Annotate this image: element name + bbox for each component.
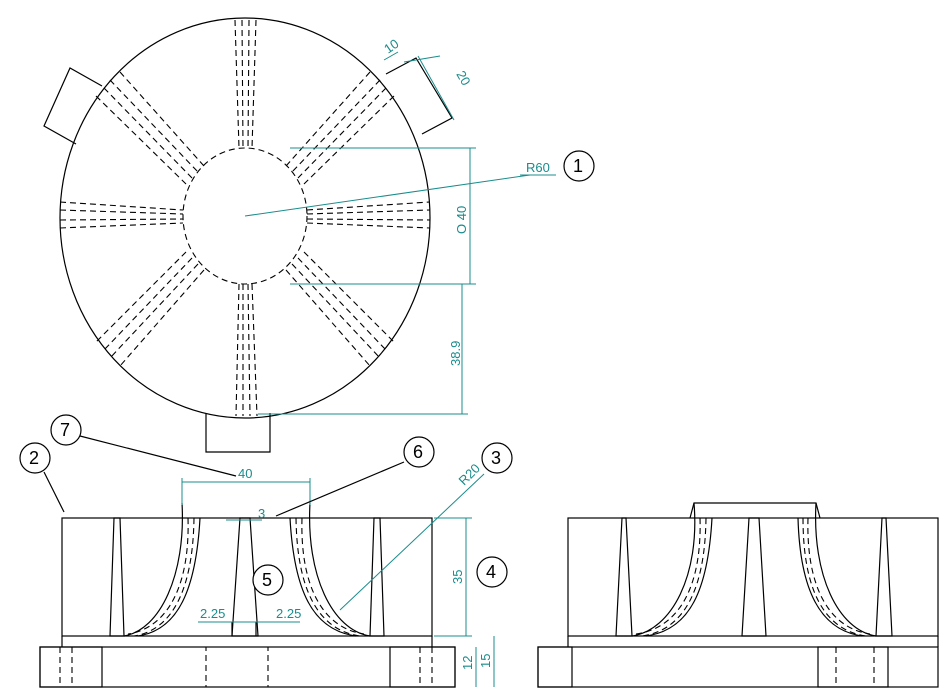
callout-5: 5 bbox=[252, 564, 284, 596]
dim-offsets: 2.25 2.25 bbox=[198, 606, 301, 623]
callout-6: 6 bbox=[275, 436, 435, 517]
dim-fillet-radius-text: R20 bbox=[456, 461, 483, 488]
channel-upper-left bbox=[95, 71, 205, 185]
dim-fillet-radius: R20 bbox=[339, 461, 485, 611]
front-body bbox=[61, 517, 433, 637]
callout-2-text: 2 bbox=[29, 448, 39, 468]
dim-tab-width-text: 10 bbox=[381, 36, 401, 57]
dim-slot-width-text: 3 bbox=[258, 506, 265, 521]
dim-lower-length-text: 38.9 bbox=[448, 341, 463, 366]
callout-7: 7 bbox=[50, 414, 237, 477]
dim-top-span-text: 40 bbox=[238, 466, 252, 481]
dim-offset-right-text: 2.25 bbox=[276, 606, 301, 621]
dim-tab-length: 20 bbox=[403, 55, 474, 121]
dim-hub-diameter: O 40 bbox=[290, 147, 476, 285]
tab-right bbox=[385, 57, 453, 135]
top-view: 10 20 R60 O 40 38.9 bbox=[43, 17, 556, 453]
callout-5-text: 5 bbox=[262, 570, 272, 590]
callout-4: 4 bbox=[476, 556, 508, 588]
channel-right bbox=[306, 201, 431, 229]
callout-3-text: 3 bbox=[491, 448, 501, 468]
front-view: 40 3 R20 35 2.25 2.25 12 15 bbox=[39, 461, 495, 688]
outer-circle bbox=[59, 17, 431, 419]
channel-lower-left bbox=[95, 251, 205, 367]
dim-base-heights: 12 15 bbox=[460, 636, 495, 687]
channel-left bbox=[59, 201, 184, 229]
channel-bottom bbox=[235, 283, 258, 417]
dim-hub-diameter-text: O 40 bbox=[454, 206, 469, 234]
dim-tab-width: 10 bbox=[381, 36, 402, 61]
dim-base-outer-text: 15 bbox=[478, 654, 493, 668]
channel-upper-right bbox=[285, 71, 395, 185]
side-view bbox=[537, 502, 939, 688]
channel-top bbox=[234, 19, 257, 149]
side-body bbox=[567, 517, 939, 637]
channel-lower-right bbox=[285, 251, 395, 367]
dim-lower-length: 38.9 bbox=[258, 284, 468, 415]
dim-body-height-text: 35 bbox=[450, 570, 465, 584]
tab-left bbox=[43, 67, 103, 145]
callout-2: 2 bbox=[19, 442, 65, 513]
callout-7-text: 7 bbox=[60, 420, 70, 440]
dim-outer-radius-text: R60 bbox=[526, 160, 550, 175]
side-base bbox=[537, 646, 939, 688]
callout-4-text: 4 bbox=[486, 562, 496, 582]
callout-3: 3 bbox=[481, 442, 513, 474]
hub-circle bbox=[182, 147, 308, 285]
tab-bottom bbox=[205, 413, 271, 453]
dim-outer-radius: R60 bbox=[244, 160, 556, 217]
callout-1: 1 bbox=[563, 150, 595, 182]
callout-6-text: 6 bbox=[413, 442, 423, 462]
dim-top-span: 40 bbox=[181, 466, 311, 505]
dim-slot-width: 3 bbox=[226, 506, 265, 521]
dim-base-inner-text: 12 bbox=[460, 656, 475, 670]
dim-body-height: 35 bbox=[434, 517, 472, 637]
callout-1-text: 1 bbox=[573, 156, 583, 176]
dim-offset-left-text: 2.25 bbox=[200, 606, 225, 621]
dim-tab-length-text: 20 bbox=[453, 68, 473, 88]
